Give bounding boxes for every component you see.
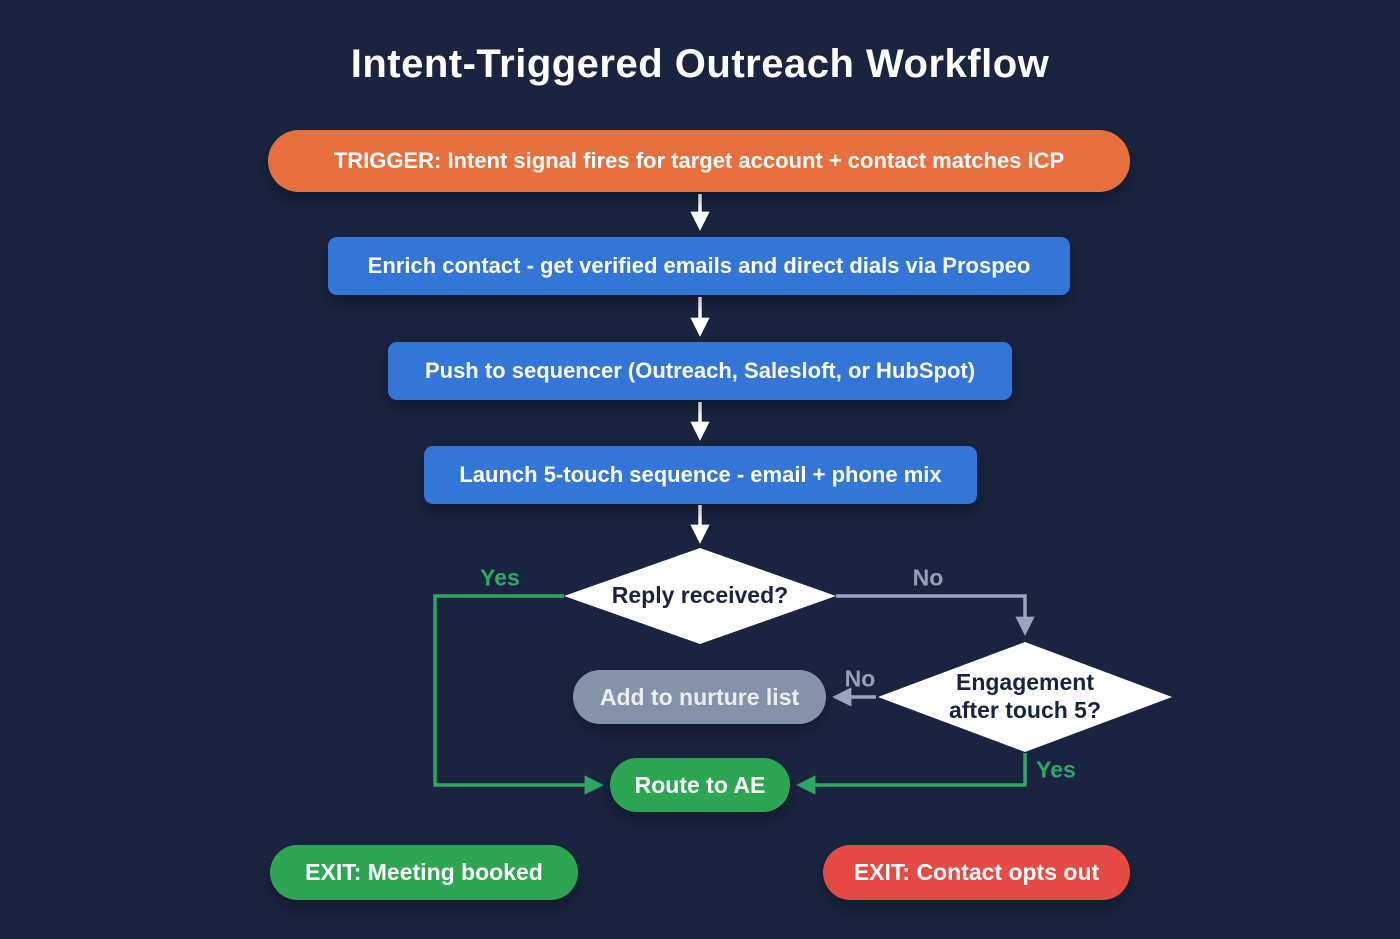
trigger-node: TRIGGER: Intent signal fires for target … xyxy=(268,130,1130,192)
edge-reply-yes xyxy=(433,594,604,795)
exit-meeting-booked-node: EXIT: Meeting booked xyxy=(270,845,578,900)
enrich-contact-node: Enrich contact - get verified emails and… xyxy=(328,237,1070,295)
push-to-sequencer-node: Push to sequencer (Outreach, Salesloft, … xyxy=(388,342,1012,400)
nurture-list-node: Add to nurture list xyxy=(573,670,826,724)
edge-reply-no xyxy=(836,594,1035,636)
launch-sequence-node: Launch 5-touch sequence - email + phone … xyxy=(424,446,977,504)
page-title: Intent-Triggered Outreach Workflow xyxy=(350,42,1050,86)
exit-contact-opts-out-node: EXIT: Contact opts out xyxy=(823,845,1130,900)
edge-engagement-yes xyxy=(796,753,1027,795)
route-to-ae-node: Route to AE xyxy=(610,758,790,812)
engagement-decision-diamond xyxy=(878,642,1172,752)
reply-decision-diamond xyxy=(564,548,836,644)
